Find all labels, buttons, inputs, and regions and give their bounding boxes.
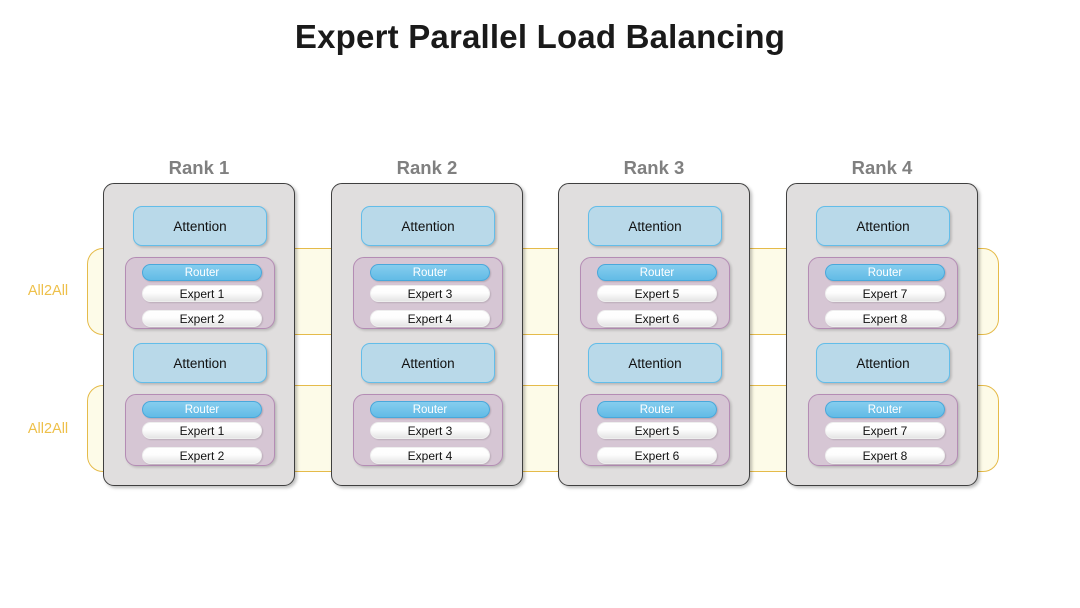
rank-column-1: Attention Router Expert 1 Expert 2 Atten… — [103, 183, 295, 486]
rank-label-3: Rank 3 — [623, 157, 685, 178]
router-block: Router — [825, 401, 945, 418]
all2all-label-1: All2All — [27, 283, 69, 299]
expert-block: Expert 2 — [142, 310, 262, 327]
attention-block: Attention — [816, 206, 950, 246]
expert-block: Expert 1 — [142, 285, 262, 302]
attention-block: Attention — [133, 343, 267, 383]
expert-block: Expert 3 — [370, 285, 490, 302]
attention-block: Attention — [361, 206, 495, 246]
rank-column-2: Attention Router Expert 3 Expert 4 Atten… — [331, 183, 523, 486]
router-block: Router — [142, 401, 262, 418]
expert-block: Expert 6 — [597, 310, 717, 327]
rank-label-4: Rank 4 — [851, 157, 913, 178]
rank-label-2: Rank 2 — [396, 157, 458, 178]
attention-block: Attention — [361, 343, 495, 383]
expert-block: Expert 3 — [370, 422, 490, 439]
expert-block: Expert 2 — [142, 447, 262, 464]
attention-block: Attention — [588, 343, 722, 383]
router-block: Router — [597, 401, 717, 418]
moe-group: Router Expert 5 Expert 6 — [580, 257, 730, 329]
all2all-label-2: All2All — [27, 421, 69, 437]
router-block: Router — [370, 401, 490, 418]
expert-block: Expert 5 — [597, 285, 717, 302]
expert-block: Expert 1 — [142, 422, 262, 439]
attention-block: Attention — [588, 206, 722, 246]
expert-block: Expert 7 — [825, 285, 945, 302]
expert-block: Expert 4 — [370, 310, 490, 327]
expert-block: Expert 7 — [825, 422, 945, 439]
rank-label-1: Rank 1 — [168, 157, 230, 178]
rank-column-3: Attention Router Expert 5 Expert 6 Atten… — [558, 183, 750, 486]
moe-group: Router Expert 3 Expert 4 — [353, 394, 503, 466]
router-block: Router — [142, 264, 262, 281]
moe-group: Router Expert 1 Expert 2 — [125, 257, 275, 329]
expert-block: Expert 8 — [825, 310, 945, 327]
page-title: Expert Parallel Load Balancing — [294, 18, 786, 55]
expert-block: Expert 5 — [597, 422, 717, 439]
expert-block: Expert 4 — [370, 447, 490, 464]
moe-group: Router Expert 1 Expert 2 — [125, 394, 275, 466]
rank-column-4: Attention Router Expert 7 Expert 8 Atten… — [786, 183, 978, 486]
expert-block: Expert 6 — [597, 447, 717, 464]
router-block: Router — [370, 264, 490, 281]
moe-group: Router Expert 3 Expert 4 — [353, 257, 503, 329]
router-block: Router — [825, 264, 945, 281]
expert-block: Expert 8 — [825, 447, 945, 464]
router-block: Router — [597, 264, 717, 281]
moe-group: Router Expert 5 Expert 6 — [580, 394, 730, 466]
moe-group: Router Expert 7 Expert 8 — [808, 394, 958, 466]
moe-group: Router Expert 7 Expert 8 — [808, 257, 958, 329]
attention-block: Attention — [816, 343, 950, 383]
attention-block: Attention — [133, 206, 267, 246]
